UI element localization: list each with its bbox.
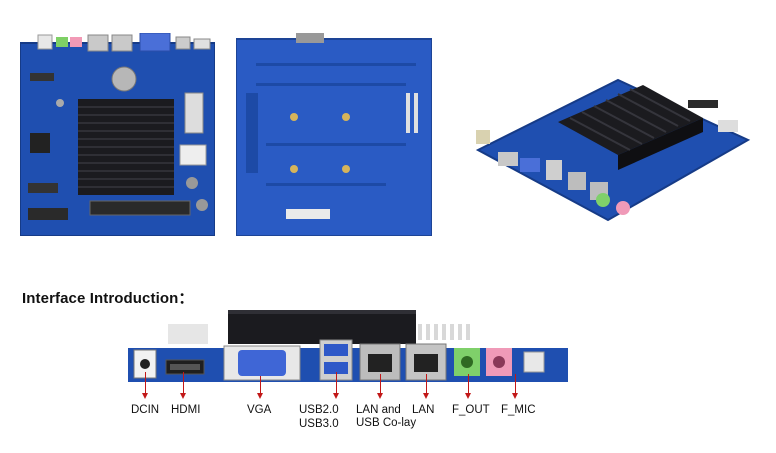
- f-out-arrow-icon: [465, 393, 471, 399]
- label-vga: VGA: [247, 404, 272, 416]
- label-usb3: USB3.0: [299, 418, 339, 430]
- lan-arrow-icon: [423, 393, 429, 399]
- f-out-leader-line: [468, 374, 469, 396]
- label-f-out: F_OUT: [452, 404, 490, 416]
- usb-leader-line: [336, 372, 337, 396]
- io-panel-photo: [128, 302, 568, 382]
- label-dcin: DCIN: [131, 404, 160, 416]
- vga-arrow-icon: [257, 393, 263, 399]
- label-f-mic: F_MIC: [501, 404, 536, 416]
- lan-leader-line: [426, 374, 427, 396]
- hdmi-leader-line: [183, 372, 184, 396]
- hdmi-arrow-icon: [180, 393, 186, 399]
- label-hdmi: HDMI: [171, 404, 201, 416]
- usb-arrow-icon: [333, 393, 339, 399]
- f-mic-arrow-icon: [512, 393, 518, 399]
- label-lan-usb-colay: LAN and USB Co-lay: [356, 404, 417, 429]
- dcin-leader-line: [145, 372, 146, 396]
- f-mic-leader-line: [515, 374, 516, 396]
- dcin-arrow-icon: [142, 393, 148, 399]
- board-back-photo: [236, 33, 432, 236]
- label-usb2: USB2.0: [299, 404, 339, 416]
- board-angled-photo: [458, 60, 758, 238]
- label-lan: LAN: [412, 404, 435, 416]
- lan-combo-leader-line: [380, 374, 381, 396]
- page-title: Interface Introduction：: [22, 290, 194, 307]
- lan-combo-arrow-icon: [377, 393, 383, 399]
- vga-leader-line: [260, 376, 261, 396]
- board-front-photo: [20, 33, 215, 236]
